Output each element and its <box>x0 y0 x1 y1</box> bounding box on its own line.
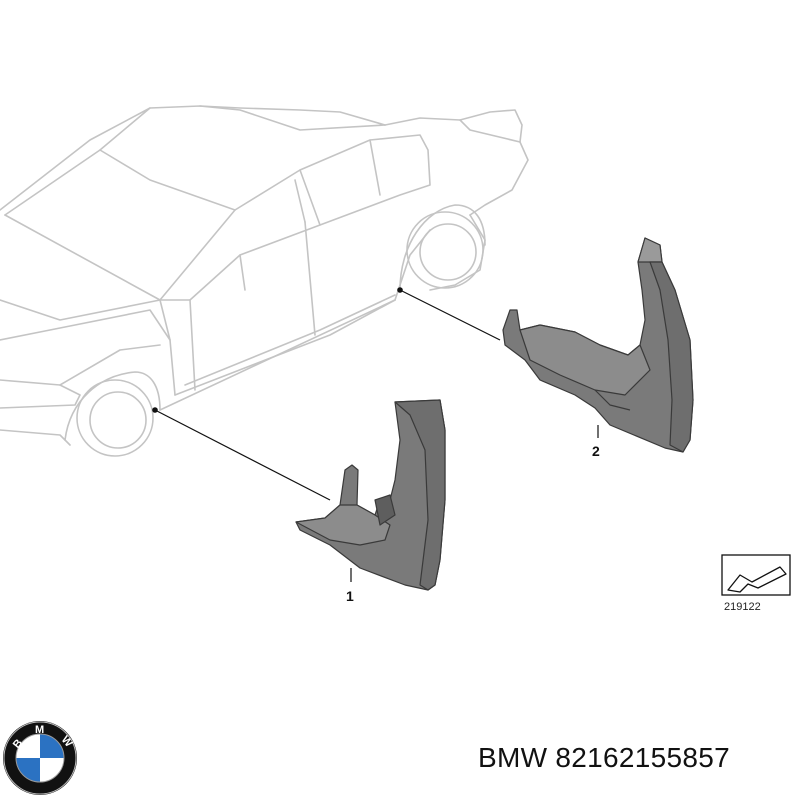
attach-point-front <box>152 407 158 413</box>
reference-box: 219122 <box>721 554 791 613</box>
car-outline <box>0 105 529 457</box>
mud-flap-front-part <box>295 399 446 591</box>
leader-line-2 <box>399 289 501 341</box>
leader-lines <box>154 289 599 582</box>
mud-flap-rear-part <box>502 237 694 453</box>
brand-name: BMW <box>478 742 548 773</box>
leader-line-1 <box>154 409 331 501</box>
callout-label-1: 1 <box>346 588 354 604</box>
part-number: 82162155857 <box>555 742 731 773</box>
attach-point-rear <box>397 287 403 293</box>
callout-label-2: 2 <box>592 443 600 459</box>
svg-text:M: M <box>35 724 44 736</box>
bmw-logo: B M W <box>3 721 77 795</box>
arrow-icon <box>727 566 787 593</box>
part-caption: BMW 82162155857 <box>478 742 730 774</box>
reference-number: 219122 <box>724 601 761 613</box>
